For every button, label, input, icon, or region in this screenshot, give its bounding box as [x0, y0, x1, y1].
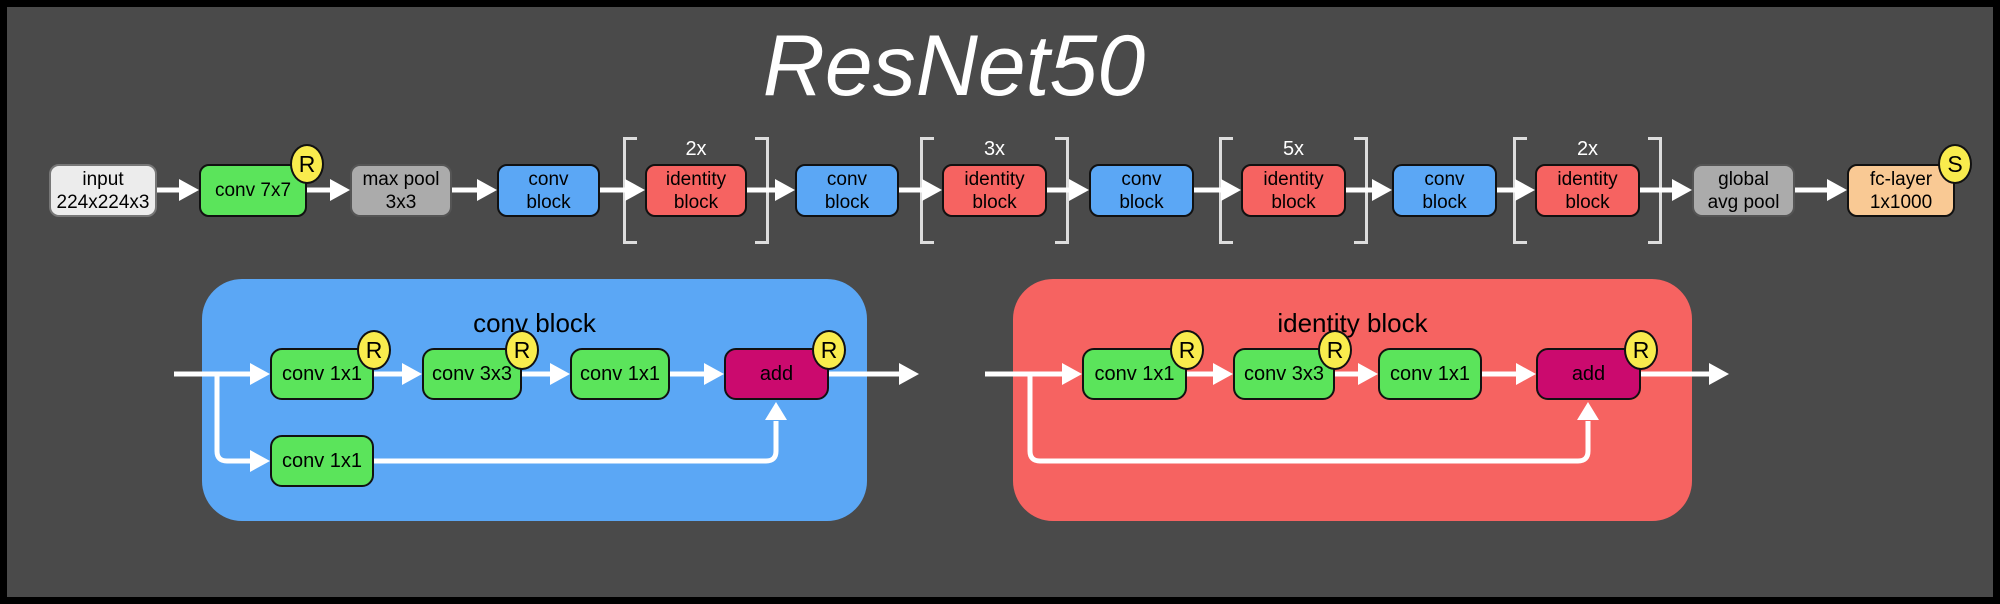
shortcut-conv-node: conv 1x1 — [270, 435, 374, 487]
node-label: block — [1422, 191, 1467, 213]
node-label: block — [1119, 191, 1164, 213]
node-label: identity — [1557, 168, 1618, 190]
conv-node: conv 1x1 — [570, 348, 670, 400]
node-label: block — [1271, 191, 1316, 213]
node-label: conv 3x3 — [431, 362, 513, 385]
node-label: 3x3 — [385, 191, 417, 213]
badge-letter: R — [298, 150, 316, 177]
arrowhead — [1069, 179, 1089, 201]
relu-badge: R — [1318, 330, 1352, 370]
conv-node: conv 1x1 — [1378, 348, 1482, 400]
repeat-count-label: 5x — [1241, 138, 1346, 162]
repeat-count-label: 3x — [942, 138, 1047, 162]
node-label: identity — [964, 168, 1025, 190]
node-label: conv — [1121, 168, 1162, 190]
arrowhead — [1827, 179, 1847, 201]
add-node: add — [724, 348, 829, 400]
arrowhead — [179, 179, 199, 201]
node-label: fc-layer — [1869, 168, 1933, 190]
repeat-bracket-right — [1648, 137, 1662, 244]
pipeline-node-conv7x7: conv 7x7 — [199, 164, 307, 217]
repeat-count: 5x — [1282, 138, 1305, 160]
arrowhead — [330, 179, 350, 201]
node-label: block — [972, 191, 1017, 213]
repeat-bracket-right — [1055, 137, 1069, 244]
node-label: conv 1x1 — [1094, 362, 1175, 385]
node-label: identity — [665, 168, 727, 190]
arrowhead — [1672, 179, 1692, 201]
node-label: block — [526, 191, 571, 213]
repeat-count: 2x — [685, 138, 707, 160]
repeat-count: 2x — [1576, 138, 1599, 160]
badge-letter: R — [1326, 336, 1344, 363]
node-label: global — [1718, 168, 1769, 190]
badge-letter: R — [365, 336, 383, 363]
softmax-badge: S — [1938, 144, 1972, 184]
badge-letter: R — [1178, 336, 1196, 363]
repeat-bracket-left — [1513, 137, 1527, 244]
relu-badge: R — [1170, 330, 1204, 370]
node-label: conv — [528, 168, 569, 190]
node-label: add — [1571, 362, 1606, 385]
repeat-count-label: 2x — [645, 138, 747, 162]
node-label: add — [759, 362, 794, 385]
repeat-count-label: 2x — [1535, 138, 1640, 162]
relu-badge: R — [505, 330, 539, 370]
badge-letter: S — [1947, 150, 1963, 177]
repeat-bracket-right — [1354, 137, 1368, 244]
conv-block-detail-title: conv block — [473, 308, 596, 338]
node-label: conv — [1424, 168, 1465, 190]
node-label: block — [1565, 191, 1610, 213]
node-label: avg pool — [1707, 191, 1780, 213]
arrowhead — [775, 179, 795, 201]
relu-badge: R — [1624, 330, 1658, 370]
repeat-bracket-left — [623, 137, 637, 244]
node-label: block — [673, 191, 719, 213]
repeat-count: 3x — [983, 138, 1006, 160]
arrowhead — [1709, 363, 1729, 385]
node-label: 224x224x3 — [56, 191, 150, 213]
node-label: conv 1x1 — [281, 362, 363, 385]
node-label: conv 3x3 — [1243, 362, 1325, 385]
node-label: identity — [1263, 168, 1324, 190]
badge-letter: R — [1632, 336, 1650, 363]
node-label: conv 1x1 — [1389, 362, 1471, 385]
node-label: 1x1000 — [1869, 191, 1933, 213]
repeat-bracket-left — [1219, 137, 1233, 244]
identity-block-detail-title: identity block — [1277, 308, 1428, 338]
repeat-bracket-right — [755, 137, 769, 244]
arrowhead — [1372, 179, 1392, 201]
repeat-bracket-left — [920, 137, 934, 244]
node-label: input — [82, 168, 124, 190]
conv-node: conv 1x1 — [270, 348, 374, 400]
relu-badge: R — [290, 144, 324, 184]
node-label: max pool — [362, 168, 440, 190]
badge-letter: R — [513, 336, 531, 363]
node-label: conv 7x7 — [214, 180, 292, 201]
identity-block-detail-panel: identity block — [1013, 279, 1692, 521]
relu-badge: R — [812, 330, 846, 370]
node-label: conv 1x1 — [281, 449, 363, 472]
diagram-title: ResNet50 — [762, 18, 1146, 114]
arrowhead — [477, 179, 497, 201]
node-label: conv 1x1 — [579, 362, 661, 385]
arrowhead — [899, 363, 919, 385]
badge-letter: R — [820, 336, 838, 363]
node-label: conv — [826, 168, 868, 190]
node-label: block — [824, 191, 870, 213]
relu-badge: R — [357, 330, 391, 370]
